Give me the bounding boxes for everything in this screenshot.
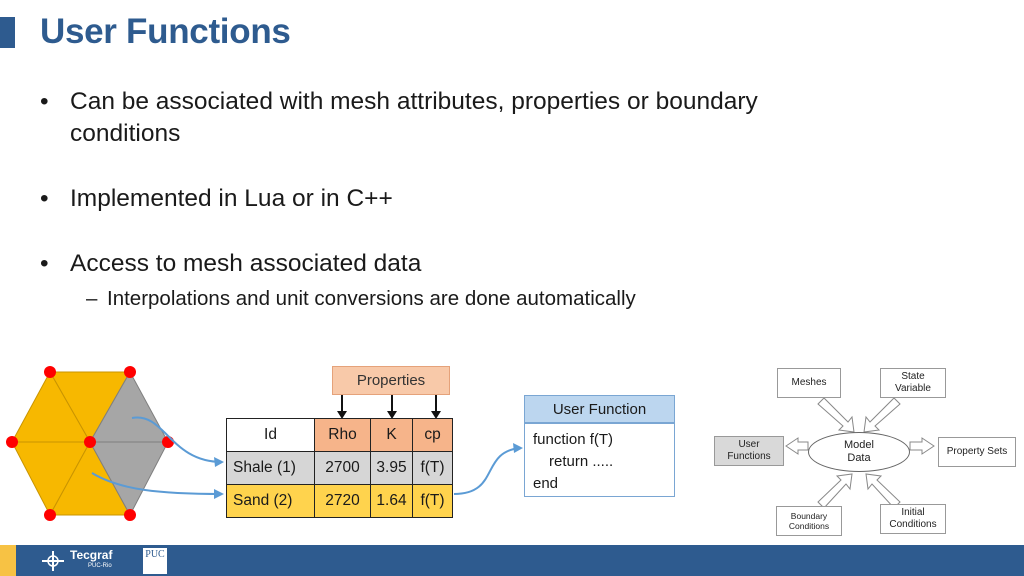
table-header-row: Id Rho K cp (226, 418, 453, 452)
boundary-conditions-box: Boundary Conditions (776, 506, 842, 536)
model-data-diagram: Meshes State Variable User Functions Mod… (710, 360, 1024, 540)
user-functions-label: User (738, 439, 760, 450)
meshes-box: Meshes (777, 368, 841, 398)
block-arrow (817, 397, 855, 433)
property-sets-label: Property Sets (946, 446, 1008, 457)
code-line: return ..... (549, 453, 614, 470)
arrow-mesh-to-shale (131, 416, 223, 463)
model-data-label: Data (847, 452, 871, 464)
block-arrow (909, 437, 935, 455)
tecgraf-logo-text: Tecgraf (70, 548, 113, 562)
sub-bullet-text: Interpolations and unit conversions are … (107, 287, 636, 310)
mesh-node (124, 366, 136, 378)
arrowhead (513, 443, 523, 453)
bullet-marker: • (40, 250, 49, 277)
bullet-marker: • (40, 88, 49, 115)
user-function-code-box: function f(T) return ..... end (524, 423, 675, 497)
model-data-label: Model (844, 439, 874, 451)
block-arrow (785, 437, 809, 455)
bullet-text: Access to mesh associated data (70, 250, 422, 277)
state-variable-label: Variable (895, 383, 931, 394)
table-header-cell: Id (226, 418, 315, 452)
initial-conditions-label: Initial (901, 507, 925, 518)
title-accent-bar (0, 17, 15, 48)
arrowhead (431, 411, 441, 419)
sub-bullet-marker: – (86, 287, 98, 310)
boundary-conditions-label: Boundary (790, 511, 828, 521)
table-cell: f(T) (412, 484, 453, 518)
table-cell: 2700 (314, 451, 371, 485)
table-header-cell: cp (412, 418, 453, 452)
table-cell: Shale (1) (226, 451, 315, 485)
mesh-node (124, 509, 136, 521)
initial-conditions-box: Initial Conditions (880, 504, 946, 534)
footer-bar (0, 545, 1024, 576)
tecgraf-logo-subtext: PUC-Rio (88, 563, 112, 569)
state-variable-box: State Variable (880, 368, 946, 398)
puc-logo: PUC (143, 548, 167, 574)
slide-title: User Functions (40, 12, 291, 51)
block-arrow (865, 473, 901, 509)
properties-table: Id Rho K cp Shale (1) 2700 3.95 f(T) San… (226, 418, 453, 518)
arrowhead (337, 411, 347, 419)
table-cell: 2720 (314, 484, 371, 518)
state-variable-label: State (901, 371, 925, 382)
boundary-conditions-label: Conditions (788, 521, 830, 531)
arrowhead (387, 411, 397, 419)
meshes-label: Meshes (791, 377, 827, 388)
arrowhead (214, 489, 224, 499)
initial-conditions-label: Conditions (889, 519, 937, 530)
tecgraf-logo-mark-icon (42, 551, 64, 571)
arrowhead (214, 457, 224, 467)
block-arrow (817, 473, 853, 509)
puc-logo-text: PUC (145, 549, 165, 560)
mesh-node (44, 366, 56, 378)
bullet-marker: • (40, 185, 49, 212)
footer-accent (0, 545, 16, 576)
table-header-cell: K (370, 418, 413, 452)
table-header-cell: Rho (314, 418, 371, 452)
user-functions-box: User Functions (714, 436, 784, 466)
table-cell: f(T) (412, 451, 453, 485)
table-row: Sand (2) 2720 1.64 f(T) (226, 484, 453, 518)
mesh-illustration (6, 366, 523, 521)
bullet-text: Can be associated with mesh attributes, … (70, 88, 758, 147)
mesh-node (6, 436, 18, 448)
mesh-triangle (89, 441, 169, 517)
mesh-node (162, 436, 174, 448)
properties-label-box: Properties (332, 366, 450, 395)
block-arrow (863, 397, 901, 433)
user-functions-label: Functions (727, 451, 771, 462)
tecgraf-logo: Tecgraf PUC-Rio (40, 548, 112, 574)
arrow-ft-to-user-function (453, 447, 521, 495)
diagram-arrows (785, 397, 935, 509)
table-cell: Sand (2) (226, 484, 315, 518)
mesh-node (44, 509, 56, 521)
table-cell: 3.95 (370, 451, 413, 485)
model-data-ellipse: Model Data (808, 432, 910, 472)
bullet-text: Implemented in Lua or in C++ (70, 185, 393, 212)
property-sets-box: Property Sets (938, 437, 1016, 467)
code-line: end (533, 475, 559, 492)
arrow-mesh-to-sand (91, 472, 223, 495)
table-cell: 1.64 (370, 484, 413, 518)
code-line: function f(T) (533, 431, 614, 448)
table-row: Shale (1) 2700 3.95 f(T) (226, 451, 453, 485)
user-function-header: User Function (524, 395, 675, 423)
mesh-node (84, 436, 96, 448)
